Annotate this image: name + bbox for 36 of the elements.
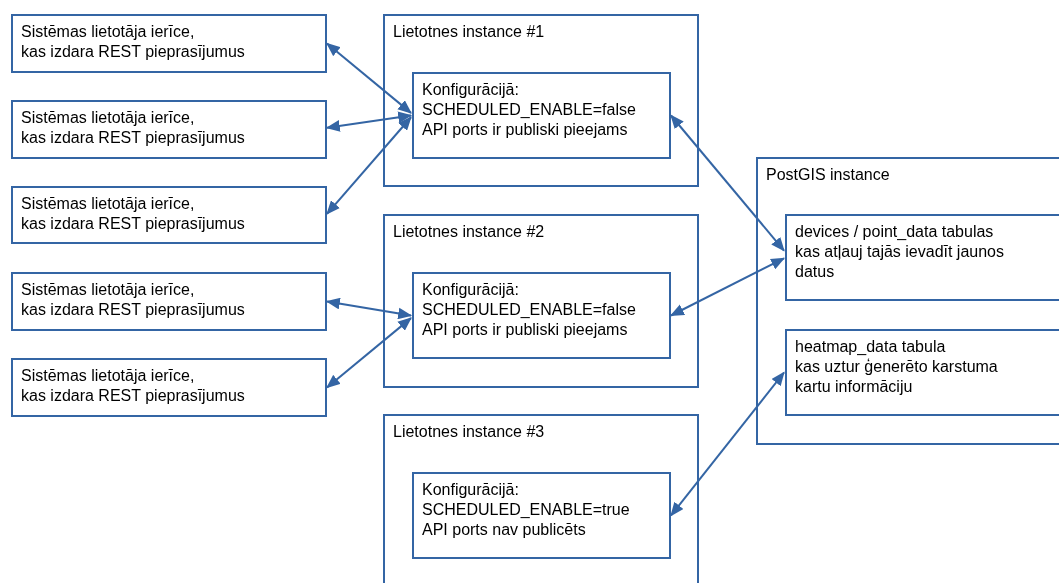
process-box [11, 186, 327, 244]
container-box [383, 214, 699, 388]
double-arrow [326, 42, 412, 114]
node-label: Sistēmas lietotāja ierīce, kas izdara REST pieprasījumus [21, 194, 246, 234]
node-label: Konfigurācijā: SCHEDULED_ENABLE=true API ports nav publicēts [422, 480, 631, 540]
container-box [756, 157, 1059, 445]
double-arrow [670, 371, 785, 517]
node-label: PostGIS instance [766, 165, 891, 185]
node-label: Lietotnes instance #2 [393, 222, 546, 242]
process-box [11, 272, 327, 331]
process-box [785, 329, 1059, 416]
node-label: Konfigurācijā: SCHEDULED_ENABLE=false API ports ir publiski pieejams [422, 280, 637, 340]
double-arrow [670, 114, 785, 252]
double-arrow [669, 257, 786, 317]
process-box [412, 472, 671, 559]
double-arrow [325, 111, 413, 132]
node-label: Konfigurācijā: SCHEDULED_ENABLE=false API ports ir publiski pieejams [422, 80, 637, 140]
double-arrow [325, 297, 413, 320]
process-box [11, 100, 327, 159]
process-box [11, 14, 327, 73]
node-label: Sistēmas lietotāja ierīce, kas izdara REST pieprasījumus [21, 280, 246, 320]
double-arrow [326, 317, 412, 389]
node-label: devices / point_data tabulas kas atļauj tajās ievadīt jaunos datus [795, 222, 1005, 282]
node-label: Sistēmas lietotāja ierīce, kas izdara REST pieprasījumus [21, 108, 246, 148]
node-label: Lietotnes instance #1 [393, 22, 546, 42]
container-box [383, 14, 699, 187]
process-box [412, 272, 671, 359]
double-arrow [326, 116, 412, 215]
node-label: Sistēmas lietotāja ierīce, kas izdara REST pieprasījumus [21, 366, 246, 406]
container-box [383, 414, 699, 583]
node-label: heatmap_data tabula kas uztur ģenerēto karstuma kartu informāciju [795, 337, 999, 397]
process-box [412, 72, 671, 159]
process-box [11, 358, 327, 417]
node-label: Lietotnes instance #3 [393, 422, 546, 442]
process-box [785, 214, 1059, 301]
node-label: Sistēmas lietotāja ierīce, kas izdara REST pieprasījumus [21, 22, 246, 62]
